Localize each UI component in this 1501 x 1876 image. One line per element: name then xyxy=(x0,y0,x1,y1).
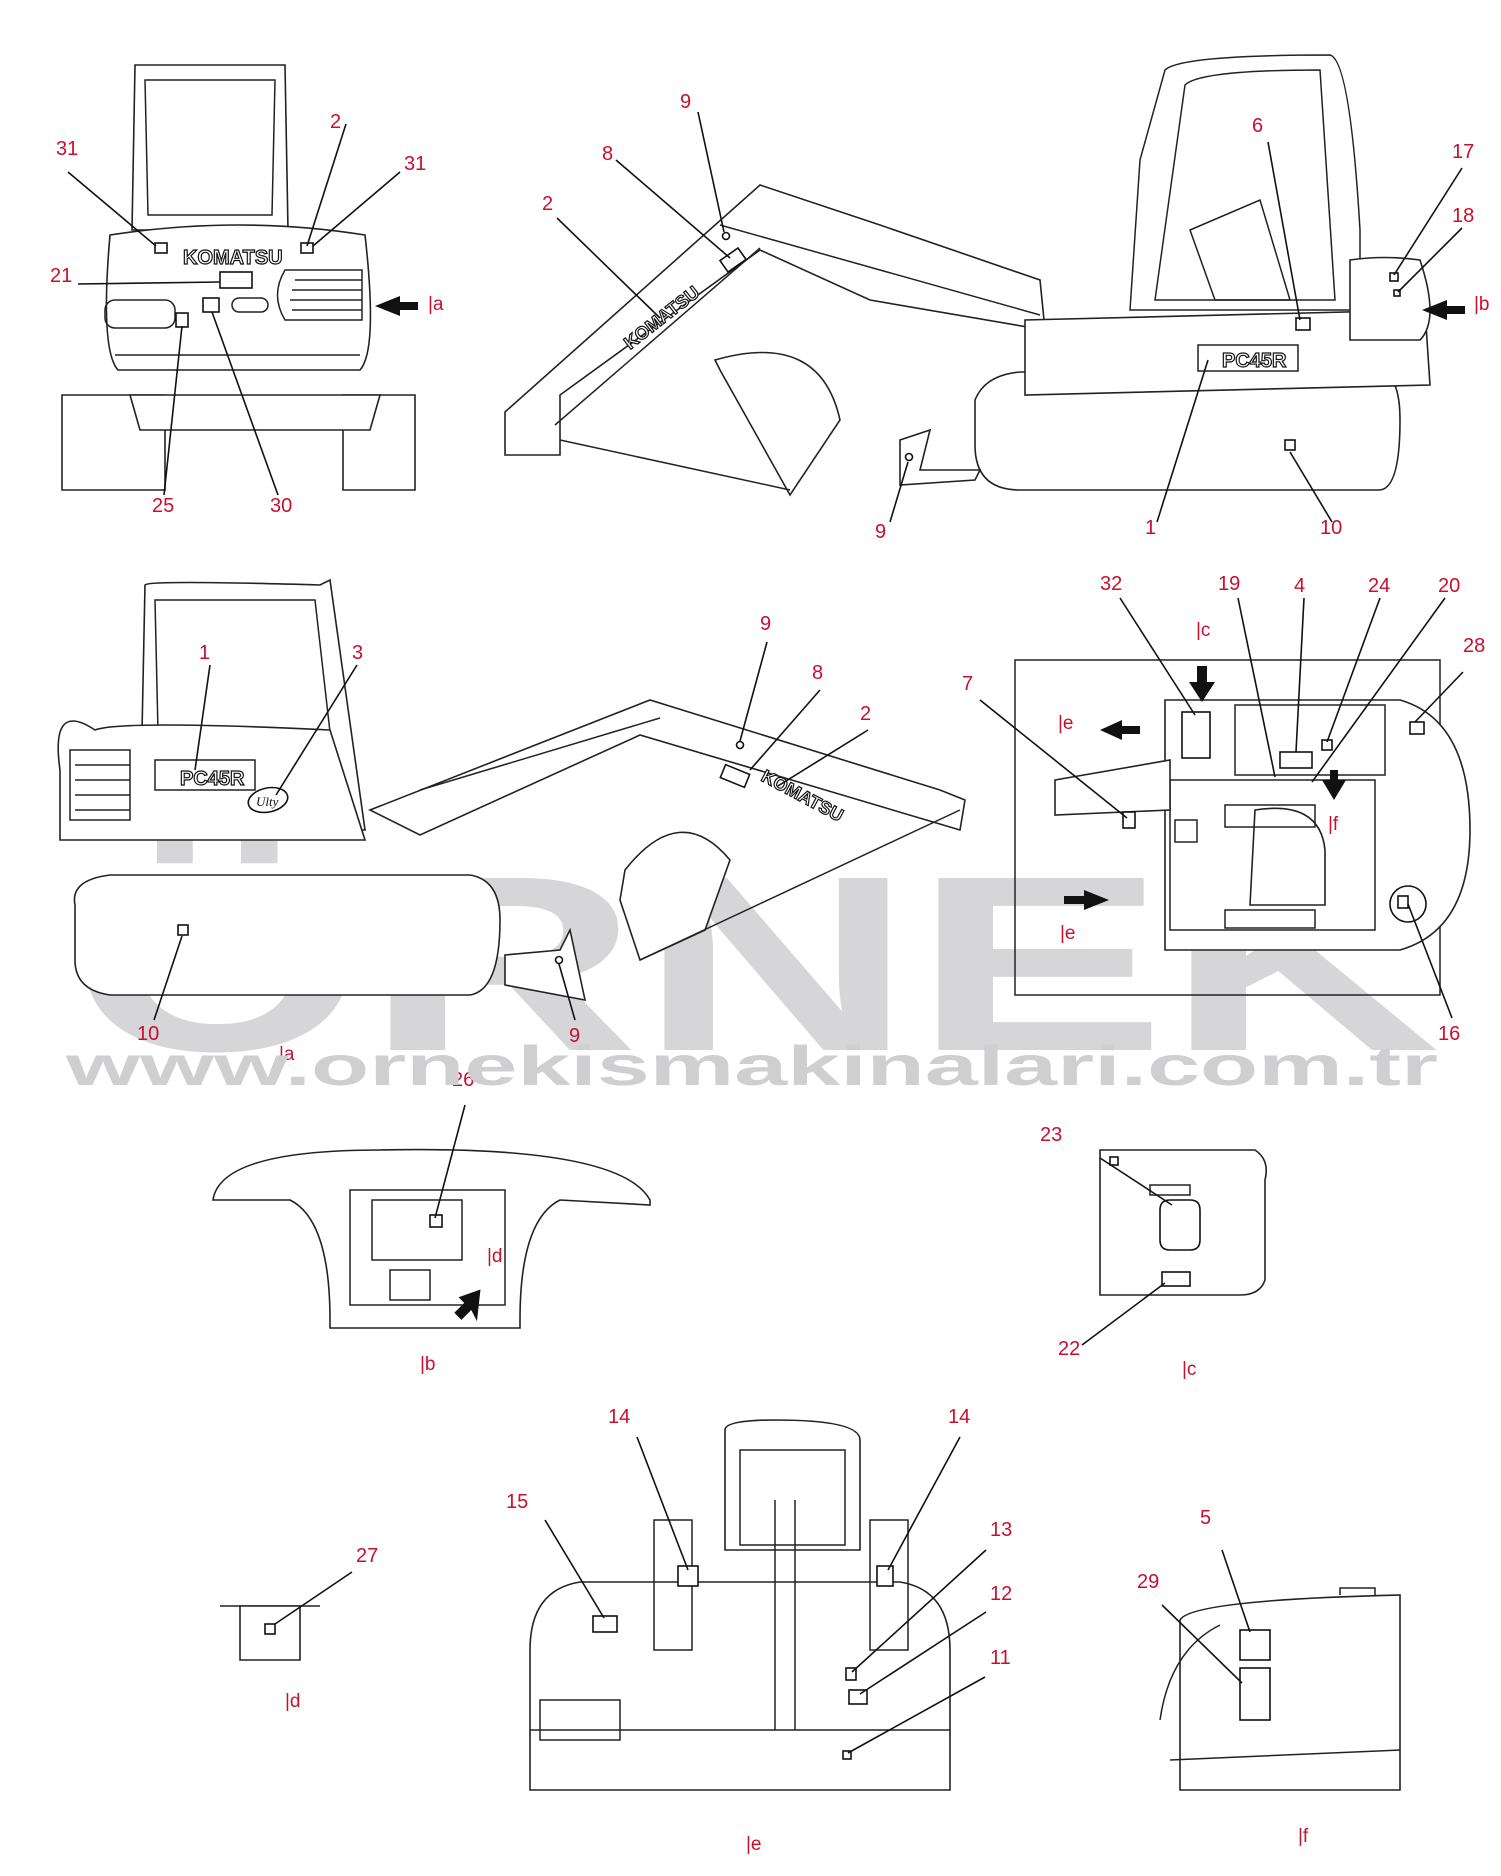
label-cover-26: 26 xyxy=(452,1069,474,1091)
rear-view: KOMATSU xyxy=(61,64,418,496)
view-ref-cover-d: |d xyxy=(487,1246,503,1267)
side-view-right: PC45R KOMATSU xyxy=(504,54,1465,523)
label-side-l-8: 8 xyxy=(812,662,823,684)
view-ref-b: |b xyxy=(420,1354,436,1375)
view-ref-d: |d xyxy=(285,1691,301,1712)
label-side-l-9a: 9 xyxy=(760,613,771,635)
top-view xyxy=(979,597,1471,1019)
rear-komatsu-logo: KOMATSU xyxy=(183,247,283,269)
view-ref-top-e2: |e xyxy=(1060,923,1076,944)
view-ref-rear-a: |a xyxy=(428,294,444,315)
label-side-r-1: 1 xyxy=(1145,517,1156,539)
watermark-url: www.ornekismakinalari.com.tr xyxy=(64,1034,1438,1097)
label-top-19: 19 xyxy=(1218,573,1240,595)
cover-b-view xyxy=(212,1104,651,1329)
label-rear-21: 21 xyxy=(50,265,72,287)
label-rear-31b: 31 xyxy=(404,153,426,175)
label-seat-11: 11 xyxy=(990,1647,1011,1669)
label-top-24: 24 xyxy=(1368,575,1390,597)
label-rear-31a: 31 xyxy=(56,138,78,160)
view-ref-c: |c xyxy=(1182,1359,1196,1380)
label-side-r-6: 6 xyxy=(1252,115,1263,137)
view-ref-e: |e xyxy=(746,1834,762,1855)
side-left-model-logo: PC45R xyxy=(180,768,245,790)
label-panel-23: 23 xyxy=(1040,1124,1062,1146)
view-ref-top-f: |f xyxy=(1328,814,1339,835)
label-side-r-8: 8 xyxy=(602,143,613,165)
label-top-7: 7 xyxy=(962,673,973,695)
label-top-20: 20 xyxy=(1438,575,1460,597)
label-side-r-2: 2 xyxy=(542,193,553,215)
label-top-4: 4 xyxy=(1294,575,1305,597)
label-side-r-10: 10 xyxy=(1320,517,1342,539)
panel-c-view xyxy=(1081,1149,1268,1346)
side-left-badge-text: Ulty xyxy=(256,794,279,809)
seat-e-view xyxy=(529,1419,987,1791)
label-side-l-9b: 9 xyxy=(569,1025,580,1047)
label-seat-14b: 14 xyxy=(948,1406,970,1428)
view-ref-top-c: |c xyxy=(1196,620,1210,641)
view-ref-top-e1: |e xyxy=(1058,713,1074,734)
plate-d-view xyxy=(220,1571,353,1661)
callout-labels: 31 2 31 21 25 30 |a 9 8 2 6 17 18 |b 9 1… xyxy=(50,91,1490,1855)
label-tank-5: 5 xyxy=(1200,1507,1211,1529)
label-side-l-3: 3 xyxy=(352,642,363,664)
label-rear-2: 2 xyxy=(330,111,341,133)
label-plate-27: 27 xyxy=(356,1545,378,1567)
view-ref-front-b: |b xyxy=(1474,294,1490,315)
label-side-r-9a: 9 xyxy=(680,91,691,113)
label-side-l-10: 10 xyxy=(137,1023,159,1045)
label-rear-25: 25 xyxy=(152,495,174,517)
label-side-r-17: 17 xyxy=(1452,141,1474,163)
tank-f-view xyxy=(1159,1549,1401,1791)
side-right-model-logo: PC45R xyxy=(1222,350,1287,372)
label-side-l-1: 1 xyxy=(199,642,210,664)
label-seat-13: 13 xyxy=(990,1519,1012,1541)
label-top-16: 16 xyxy=(1438,1023,1460,1045)
label-top-32: 32 xyxy=(1100,573,1122,595)
label-rear-30: 30 xyxy=(270,495,292,517)
label-panel-22: 22 xyxy=(1058,1338,1080,1360)
view-ref-f: |f xyxy=(1298,1826,1309,1847)
label-top-28: 28 xyxy=(1463,635,1485,657)
label-side-l-2: 2 xyxy=(860,703,871,725)
label-seat-14a: 14 xyxy=(608,1406,630,1428)
label-side-r-9b: 9 xyxy=(875,521,886,543)
label-seat-15: 15 xyxy=(506,1491,528,1513)
side-view-left: PC45R Ulty KOMATSU xyxy=(57,578,966,1021)
label-tank-29: 29 xyxy=(1137,1571,1159,1593)
label-side-r-18: 18 xyxy=(1452,205,1474,227)
label-seat-12: 12 xyxy=(990,1583,1012,1605)
view-ref-bottom-a: |a xyxy=(279,1044,295,1065)
